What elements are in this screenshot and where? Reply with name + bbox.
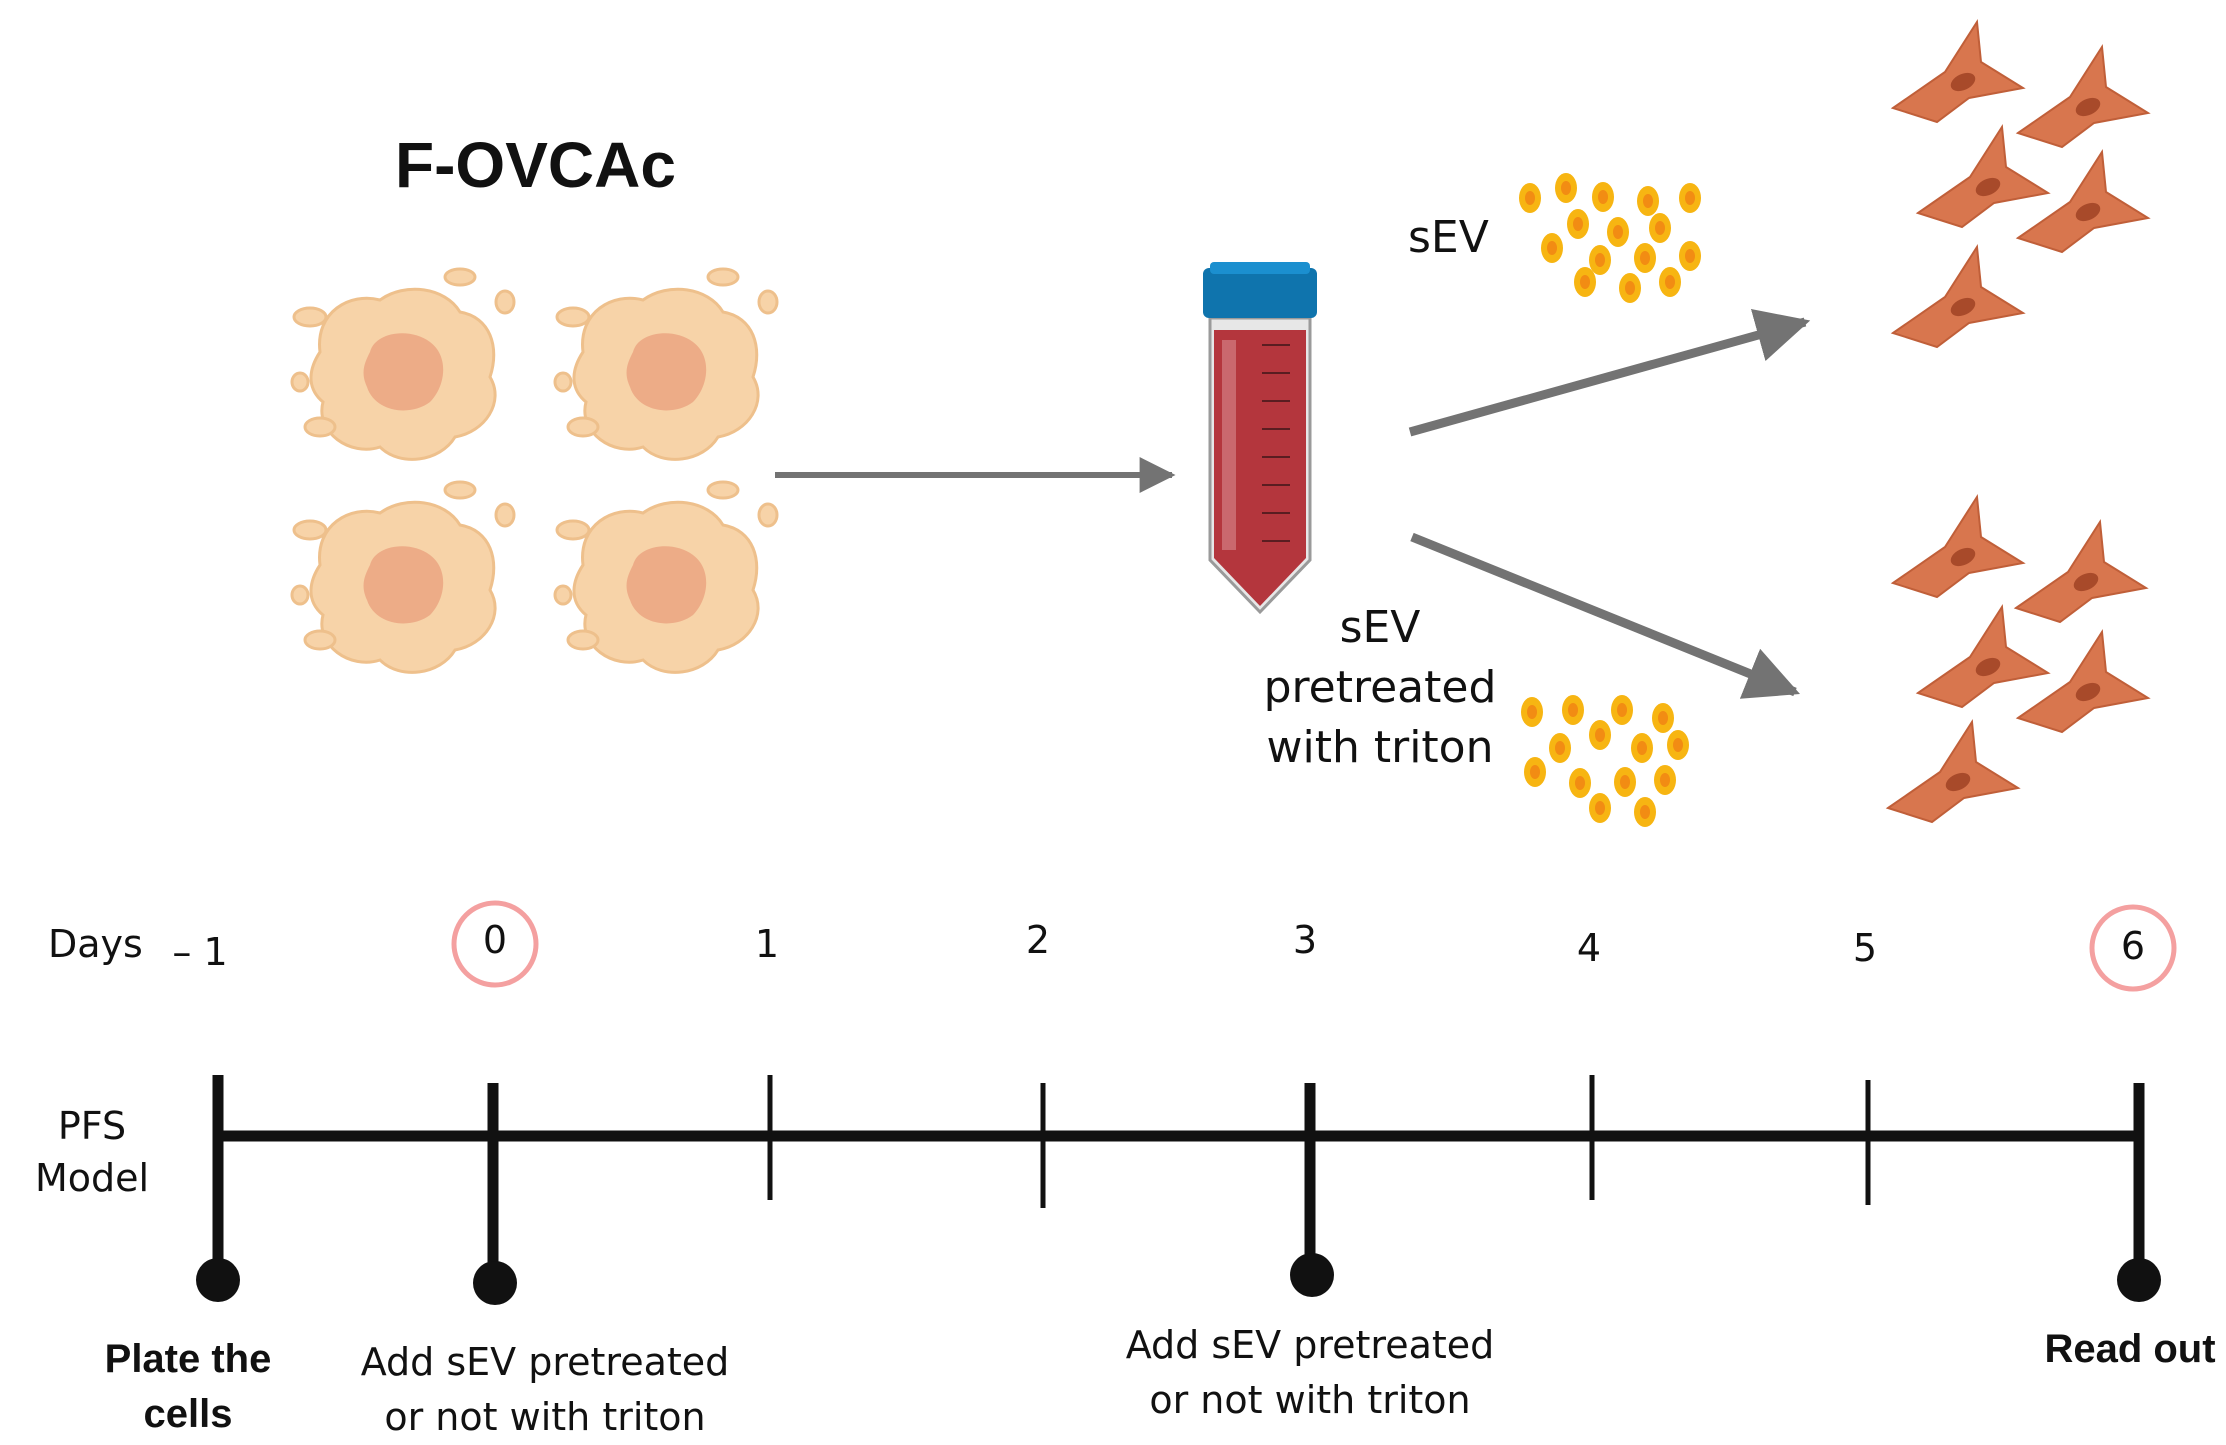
day-label: 2 <box>1025 918 1051 962</box>
day-6-highlight-circle <box>2089 904 2177 992</box>
event-annotation-line: cells <box>143 1392 233 1436</box>
fibroblast-group-bottom <box>1887 496 2149 823</box>
diagram-title: F-OVCAc <box>395 129 676 201</box>
row-label-line: PFS <box>57 1104 127 1148</box>
ovca-cell-illustration <box>553 480 779 674</box>
day-label: 5 <box>1852 926 1878 970</box>
event-annotation-line: Read out <box>2044 1327 2216 1371</box>
days-label: Days <box>48 922 143 966</box>
event-marker <box>473 1261 517 1305</box>
event-marker <box>196 1258 240 1302</box>
day-label: 3 <box>1292 918 1318 962</box>
event-annotation: Add sEV pretreated or not with triton <box>355 1335 735 1445</box>
day-0-highlight-circle <box>451 900 539 988</box>
ovca-cell-illustration <box>553 267 779 461</box>
branch-arrow-bottom <box>1410 532 1801 699</box>
branch-label-top: sEV <box>1408 212 1489 263</box>
event-annotation-line: or not with triton <box>384 1395 706 1439</box>
row-label: PFS Model <box>28 1100 156 1204</box>
branch-label-bottom-line: with triton <box>1266 722 1494 773</box>
event-annotation-line: or not with triton <box>1149 1378 1471 1422</box>
fibroblast-group-top <box>1892 21 2149 348</box>
ovca-cell-illustration <box>290 480 516 674</box>
day-label: 4 <box>1576 926 1602 970</box>
event-annotation: Add sEV pretreated or not with triton <box>1120 1318 1500 1428</box>
branch-arrow-top <box>1408 309 1811 437</box>
branch-label-bottom: sEV pretreated with triton <box>1255 598 1505 778</box>
sev-cluster-top <box>1519 173 1701 303</box>
event-annotation: Read out <box>2040 1322 2220 1377</box>
day-label: 6 <box>2120 924 2146 968</box>
event-marker <box>2117 1258 2161 1302</box>
event-annotation-line: Add sEV pretreated <box>360 1340 730 1384</box>
branch-label-bottom-line: pretreated <box>1263 662 1497 713</box>
row-label-line: Model <box>34 1156 150 1200</box>
centrifuge-tube-illustration <box>1203 262 1317 615</box>
day-label: – 1 <box>172 930 228 974</box>
branch-label-bottom-line: sEV <box>1339 602 1421 653</box>
event-annotation: Plate the cells <box>88 1332 288 1442</box>
sev-cluster-bottom <box>1521 695 1689 827</box>
event-marker <box>1290 1253 1334 1297</box>
event-annotation-line: Plate the <box>104 1337 272 1381</box>
day-label: 1 <box>754 922 780 966</box>
day-label: 0 <box>482 918 508 962</box>
event-annotation-line: Add sEV pretreated <box>1125 1323 1495 1367</box>
ovca-cell-illustration <box>290 267 516 461</box>
